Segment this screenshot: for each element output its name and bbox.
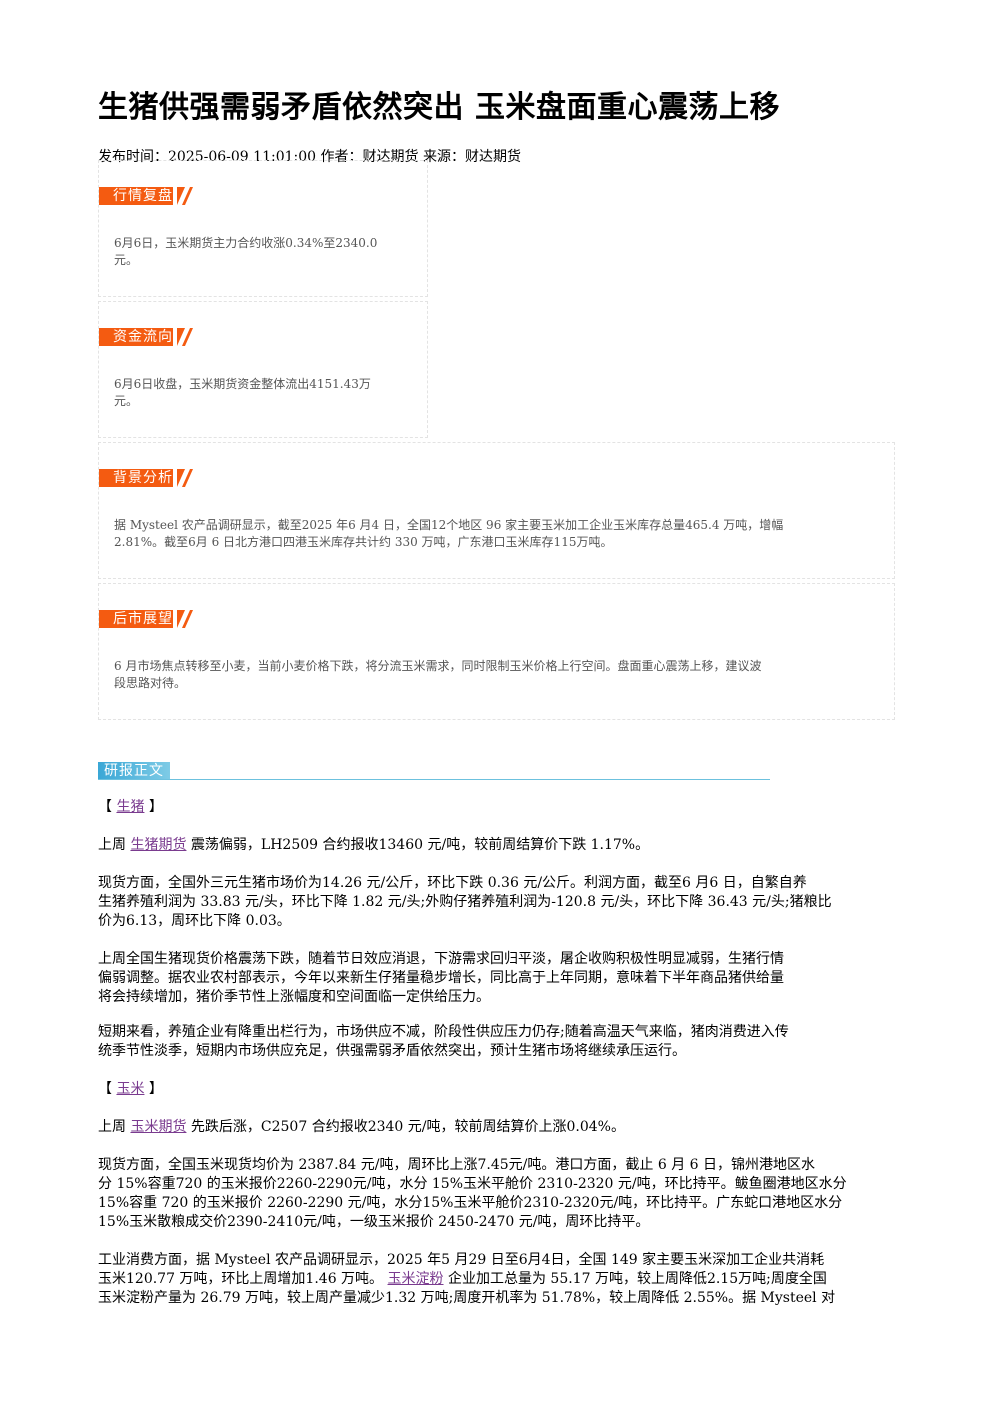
text-line: 15%玉米散粮成交价2390-2410元/吨，一级玉米报价 2450-2470 … — [98, 1214, 650, 1230]
corn-paragraph-2: 现货方面，全国玉米现货均价为 2387.84 元/吨，周环比上涨7.45元/吨。… — [98, 1156, 890, 1232]
background-tag: 背景分析 — [99, 469, 185, 487]
text-line: 现货方面，全国玉米现货均价为 2387.84 元/吨，周环比上涨7.45元/吨。… — [98, 1157, 816, 1173]
text: 震荡偏弱，LH2509 合约报收13460 元/吨，较前周结算价下跌 1.17%… — [186, 837, 650, 853]
text-line: 短期来看，养殖企业有降重出栏行为，市场供应不减，阶段性供应压力仍存;随着高温天气… — [98, 1024, 789, 1040]
outlook-text: 6 月市场焦点转移至小麦，当前小麦价格下跌，将分流玉米需求，同时限制玉米价格上行… — [114, 658, 761, 692]
bracket: 】 — [144, 1081, 163, 1097]
text-line: 工业消费方面，据 Mysteel 农产品调研显示，2025 年5 月29 日至6… — [98, 1252, 825, 1268]
bracket: 【 — [98, 799, 117, 815]
text-line: 玉米120.77 万吨，环比上周增加1.46 万吨。 玉米淀粉 企业加工总量为 … — [98, 1270, 890, 1289]
bracket: 】 — [144, 799, 163, 815]
text-line: 分 15%容重720 的玉米报价2260-2290元/吨，水分 15%玉米平舱价… — [98, 1176, 847, 1192]
text-line: 现货方面，全国外三元生猪市场价为14.26 元/公斤，环比下跌 0.36 元/公… — [98, 875, 807, 891]
outlook-line: 6 月市场焦点转移至小麦，当前小麦价格下跌，将分流玉米需求，同时限制玉米价格上行… — [114, 659, 762, 673]
article-meta: 发布时间：2025-06-09 11:01:00 作者：财达期货 来源：财达期货 — [98, 149, 521, 165]
hog-heading: 【 生猪 】 — [98, 798, 890, 817]
corn-starch-link[interactable]: 玉米淀粉 — [387, 1271, 444, 1287]
text: 上周 — [98, 1119, 131, 1135]
hog-paragraph-3: 上周全国生猪现货价格震荡下跌，随着节日效应消退，下游需求回归平淡，屠企收购积极性… — [98, 950, 890, 1007]
corn-futures-link[interactable]: 玉米期货 — [130, 1119, 187, 1135]
capital-flow-tag: 资金流向 — [99, 328, 185, 346]
text-line: 玉米淀粉产量为 26.79 万吨，较上周产量减少1.32 万吨;周度开机率为 5… — [98, 1290, 836, 1306]
corn-link[interactable]: 玉米 — [116, 1081, 145, 1097]
report-divider — [98, 779, 770, 780]
outlook-line: 段思路对待。 — [114, 676, 187, 690]
hog-paragraph-1: 上周 生猪期货 震荡偏弱，LH2509 合约报收13460 元/吨，较前周结算价… — [98, 836, 890, 855]
capital-flow-line: 元。 — [114, 394, 139, 408]
capital-flow-box: 资金流向 6月6日收盘，玉米期货资金整体流出4151.43万 元。 — [98, 301, 428, 438]
text-line: 价为6.13，周环比下降 0.03。 — [98, 913, 291, 929]
text-line: 上周全国生猪现货价格震荡下跌，随着节日效应消退，下游需求回归平淡，屠企收购积极性… — [98, 951, 784, 967]
corn-paragraph-3: 工业消费方面，据 Mysteel 农产品调研显示，2025 年5 月29 日至6… — [98, 1251, 890, 1308]
outlook-tag: 后市展望 — [99, 610, 185, 628]
text-line: 偏弱调整。据农业农村部表示，今年以来新生仔猪量稳步增长，同比高于上年同期，意味着… — [98, 970, 784, 986]
background-box: 背景分析 据 Mysteel 农产品调研显示，截至2025 年6 月4 日，全国… — [98, 442, 895, 579]
market-review-text: 6月6日，玉米期货主力合约收涨0.34%至2340.0 元。 — [114, 235, 377, 269]
market-review-line: 6月6日，玉米期货主力合约收涨0.34%至2340.0 — [114, 236, 378, 250]
hog-link[interactable]: 生猪 — [116, 799, 145, 815]
capital-flow-text: 6月6日收盘，玉米期货资金整体流出4151.43万 元。 — [114, 376, 371, 410]
corn-paragraph-1: 上周 玉米期货 先跌后涨，C2507 合约报收2340 元/吨，较前周结算价上涨… — [98, 1118, 890, 1137]
text-line: 15%容重 720 的玉米报价 2260-2290 元/吨，水分15%玉米平舱价… — [98, 1195, 843, 1211]
market-review-line: 元。 — [114, 253, 139, 267]
bracket: 【 — [98, 1081, 117, 1097]
report-tag: 研报正文 — [98, 762, 170, 780]
text: 先跌后涨，C2507 合约报收2340 元/吨，较前周结算价上涨0.04%。 — [186, 1119, 625, 1135]
hog-paragraph-4: 短期来看，养殖企业有降重出栏行为，市场供应不减，阶段性供应压力仍存;随着高温天气… — [98, 1023, 890, 1061]
corn-heading: 【 玉米 】 — [98, 1080, 890, 1099]
article-title: 生猪供强需弱矛盾依然突出 玉米盘面重心震荡上移 — [98, 90, 780, 125]
background-text: 据 Mysteel 农产品调研显示，截至2025 年6 月4 日，全国12个地区… — [114, 517, 783, 551]
background-line: 据 Mysteel 农产品调研显示，截至2025 年6 月4 日，全国12个地区… — [114, 518, 784, 532]
background-line: 2.81%。截至6月 6 日北方港口四港玉米库存共计约 330 万吨，广东港口玉… — [114, 535, 613, 549]
report-header: 研报正文 — [98, 760, 770, 782]
market-review-box: 行情复盘 6月6日，玉米期货主力合约收涨0.34%至2340.0 元。 — [98, 160, 428, 297]
text-line: 将会持续增加，猪价季节性上涨幅度和空间面临一定供给压力。 — [98, 989, 490, 1005]
hog-paragraph-2: 现货方面，全国外三元生猪市场价为14.26 元/公斤，环比下跌 0.36 元/公… — [98, 874, 890, 931]
capital-flow-line: 6月6日收盘，玉米期货资金整体流出4151.43万 — [114, 377, 371, 391]
hog-futures-link[interactable]: 生猪期货 — [130, 837, 187, 853]
market-review-tag: 行情复盘 — [99, 187, 185, 205]
text-line: 生猪养殖利润为 33.83 元/头，环比下降 1.82 元/头;外购仔猪养殖利润… — [98, 894, 832, 910]
outlook-box: 后市展望 6 月市场焦点转移至小麦，当前小麦价格下跌，将分流玉米需求，同时限制玉… — [98, 583, 895, 720]
text: 玉米120.77 万吨，环比上周增加1.46 万吨。 — [98, 1271, 388, 1287]
text: 企业加工总量为 55.17 万吨，较上周降低2.15万吨;周度全国 — [443, 1271, 827, 1287]
text-line: 统季节性淡季，短期内市场供应充足，供强需弱矛盾依然突出，预计生猪市场将继续承压运… — [98, 1043, 686, 1059]
text: 上周 — [98, 837, 131, 853]
